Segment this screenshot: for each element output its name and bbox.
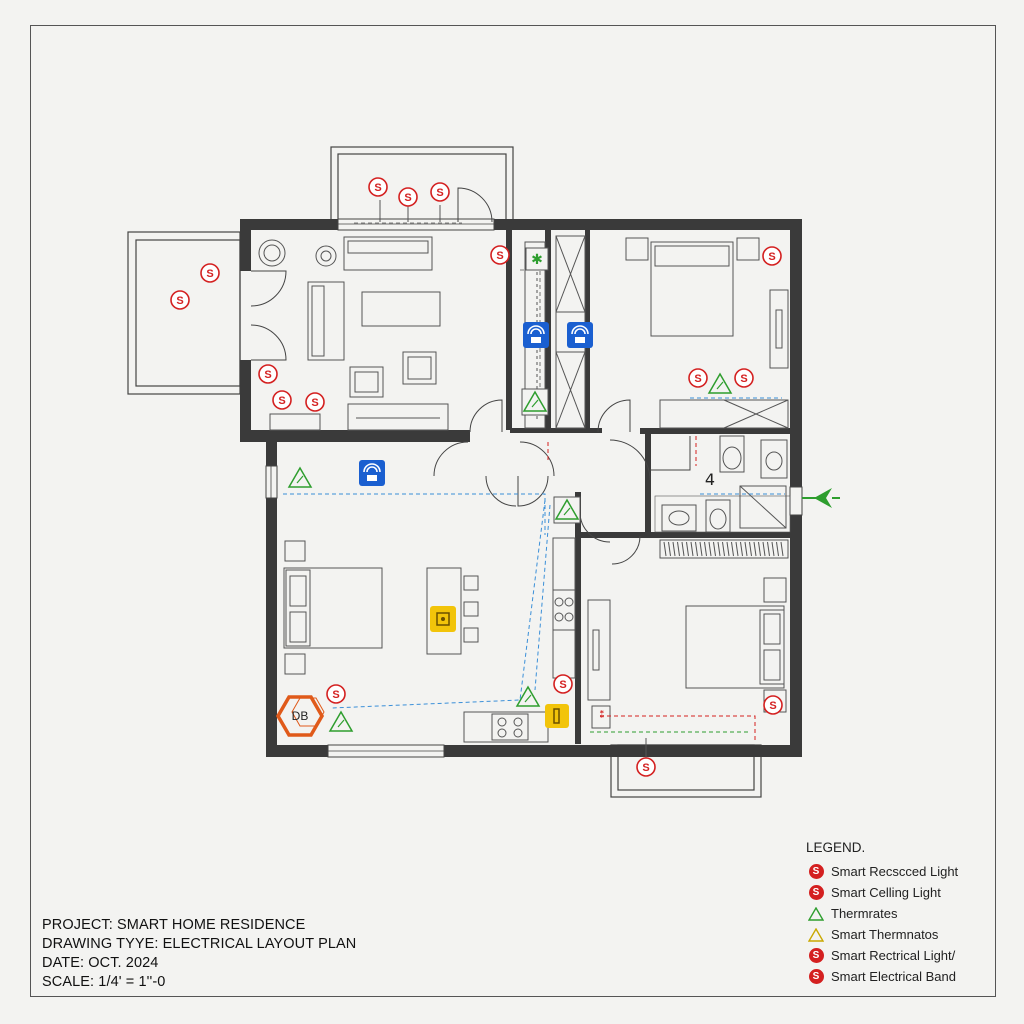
drawing-date: DATE: OCT. 2024 bbox=[42, 955, 159, 971]
svg-text:S: S bbox=[768, 251, 775, 263]
thermostat-icon bbox=[553, 496, 581, 524]
bathroom-fixtures bbox=[654, 435, 791, 533]
smart-light-icon: S bbox=[398, 187, 418, 207]
legend-label: Smart Thermnatos bbox=[831, 927, 939, 942]
main-room-furniture bbox=[283, 537, 576, 743]
wifi-icon bbox=[523, 322, 549, 348]
smart-light-icon: S bbox=[368, 177, 388, 197]
svg-text:S: S bbox=[374, 182, 381, 194]
smart-light-icon: S bbox=[272, 390, 292, 410]
panel-label: DB bbox=[292, 709, 309, 723]
smart-hub-icon bbox=[430, 606, 456, 632]
smart-light-icon: S bbox=[490, 245, 510, 265]
drawing-type: DRAWING TYYE: ELECTRICAL LAYOUT PLAN bbox=[42, 936, 357, 952]
legend: LEGEND. S Smart Recscced Light S Smart C… bbox=[806, 840, 958, 987]
living-furniture bbox=[258, 236, 449, 431]
wifi-icon bbox=[567, 322, 593, 348]
legend-item: Thermrates bbox=[806, 903, 958, 924]
svg-text:S: S bbox=[496, 250, 503, 262]
legend-label: Thermrates bbox=[831, 906, 898, 921]
smart-light-icon: S bbox=[170, 290, 190, 310]
legend-label: Smart Recscced Light bbox=[831, 864, 959, 879]
thermostat-icon bbox=[806, 905, 826, 923]
drawing-border bbox=[30, 25, 996, 997]
exterior-walls bbox=[240, 219, 802, 757]
wifi-hub-symbols bbox=[359, 322, 593, 486]
circuit-lines bbox=[283, 200, 785, 760]
ceiling-light-icon: S bbox=[806, 884, 826, 902]
smart-light-icon: S bbox=[553, 674, 573, 694]
legend-item: S Smart Celling Light bbox=[806, 882, 958, 903]
electrical-light-icon: S bbox=[806, 947, 826, 965]
smart-light-icon: S bbox=[763, 695, 783, 715]
svg-text:S: S bbox=[332, 689, 339, 701]
smart-light-icon: S bbox=[200, 263, 220, 283]
smart-light-icon: S bbox=[688, 368, 708, 388]
recessed-light-icon: S bbox=[806, 863, 826, 881]
svg-text:S: S bbox=[694, 373, 701, 385]
svg-text:✱: ✱ bbox=[531, 252, 543, 268]
drawing-scale: SCALE: 1/4' = 1''-0 bbox=[42, 974, 166, 990]
svg-text:S: S bbox=[176, 295, 183, 307]
legend-item: S Smart Rectrical Light/ bbox=[806, 945, 958, 966]
smart-light-icon: S bbox=[326, 684, 346, 704]
wifi-icon bbox=[359, 460, 385, 486]
legend-label: Smart Rectrical Light/ bbox=[831, 948, 956, 963]
smart-thermostat-icon bbox=[806, 926, 826, 944]
wall-outlet-icon: ⁑ bbox=[599, 709, 604, 721]
window-openings bbox=[265, 218, 803, 758]
distribution-panel-icon: DB bbox=[275, 695, 325, 737]
svg-text:S: S bbox=[642, 762, 649, 774]
exterior-connection-icon bbox=[802, 488, 840, 508]
svg-text:⁑: ⁑ bbox=[599, 709, 604, 721]
smart-light-icon: S bbox=[762, 246, 782, 266]
legend-item: S Smart Recscced Light bbox=[806, 861, 958, 882]
project-name: PROJECT: SMART HOME RESIDENCE bbox=[42, 917, 306, 933]
svg-text:S: S bbox=[436, 187, 443, 199]
legend-item: Smart Thermnatos bbox=[806, 924, 958, 945]
thermostat-icon bbox=[707, 372, 733, 394]
smart-light-icon: S bbox=[305, 392, 325, 412]
svg-text:S: S bbox=[769, 700, 776, 712]
bedroom-1-furniture bbox=[625, 237, 789, 429]
wardrobe bbox=[659, 539, 789, 559]
svg-text:S: S bbox=[278, 395, 285, 407]
svg-text:S: S bbox=[404, 192, 411, 204]
balcony-left bbox=[127, 231, 241, 395]
thermostat-icon bbox=[328, 710, 354, 732]
legend-label: Smart Celling Light bbox=[831, 885, 941, 900]
svg-text:S: S bbox=[311, 397, 318, 409]
title-block: PROJECT: SMART HOME RESIDENCE DRAWING TY… bbox=[42, 916, 356, 992]
thermostat-icon bbox=[287, 466, 313, 488]
svg-text:S: S bbox=[264, 369, 271, 381]
legend-label: Smart Electrical Band bbox=[831, 969, 956, 984]
thermostat-symbols bbox=[287, 372, 733, 732]
smart-light-symbols: S S S S S S S S S S S S S S S S bbox=[170, 177, 783, 777]
legend-title: LEGEND. bbox=[806, 840, 866, 855]
bath-mark-label: 4 bbox=[705, 470, 715, 489]
smart-outlet-icon bbox=[545, 704, 569, 728]
electrical-band-icon: S bbox=[806, 968, 826, 986]
svg-text:S: S bbox=[559, 679, 566, 691]
smart-light-icon: S bbox=[636, 757, 656, 777]
legend-item: S Smart Electrical Band bbox=[806, 966, 958, 987]
bedroom-2-furniture bbox=[587, 577, 787, 729]
thermostat-icon bbox=[515, 685, 541, 707]
doors bbox=[250, 187, 691, 565]
thermostat-icon bbox=[521, 388, 549, 416]
svg-text:S: S bbox=[206, 268, 213, 280]
balcony-top bbox=[330, 146, 514, 223]
smart-light-icon: S bbox=[258, 364, 278, 384]
smart-light-icon: S bbox=[430, 182, 450, 202]
smart-light-icon: S bbox=[734, 368, 754, 388]
svg-text:S: S bbox=[740, 373, 747, 385]
green-sensor-icon: ✱ bbox=[525, 247, 549, 271]
